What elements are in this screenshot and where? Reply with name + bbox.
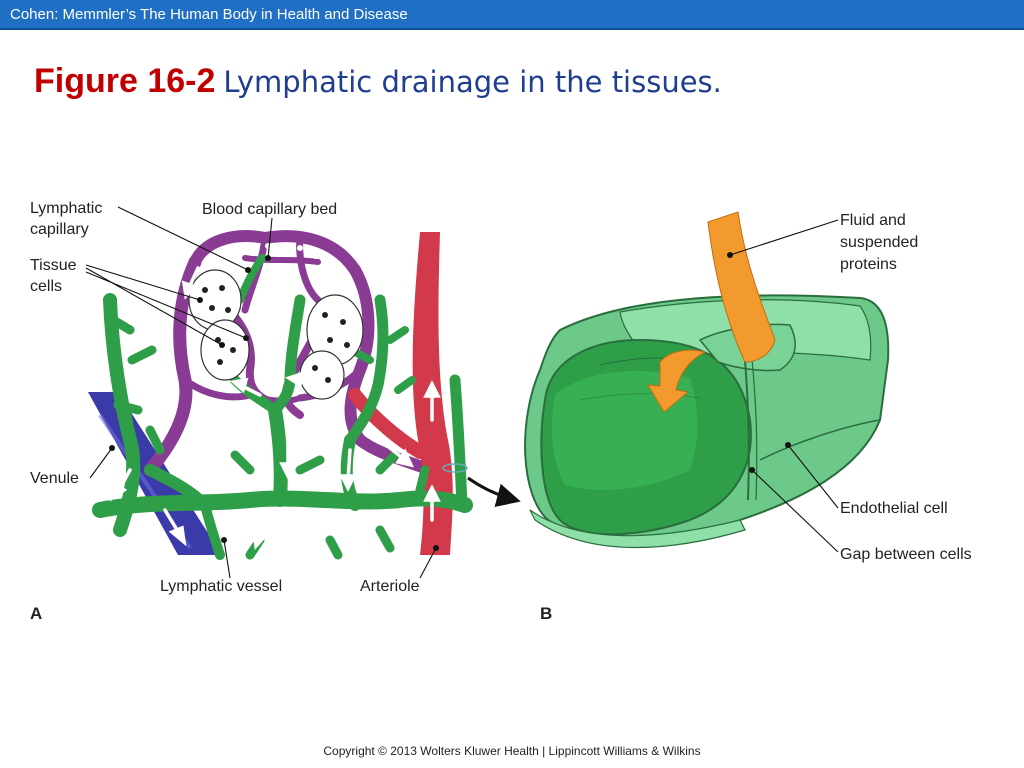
header-bar: Cohen: Memmler’s The Human Body in Healt… [0,0,1024,30]
panel-a-letter: A [30,604,43,623]
label-tissue-cells-1: Tissue [30,257,77,274]
book-title: Cohen: Memmler’s The Human Body in Healt… [10,6,408,23]
tissue-cells [188,269,364,400]
label-blood-capillary-bed: Blood capillary bed [202,201,338,218]
panel-b-illustration [524,211,890,553]
figure-number: Figure 16-2 [34,62,216,100]
label-tissue-cells-2: cells [30,278,63,295]
fluid-ribbon [707,211,776,363]
figure-caption: Lymphatic drainage in the tissues. [223,65,722,99]
label-endothelial-cell: Endothelial cell [840,500,948,517]
label-arteriole: Arteriole [360,578,420,595]
label-lymphatic-vessel: Lymphatic vessel [160,578,283,595]
label-lymphatic-capillary-2: capillary [30,221,89,238]
copyright-footer: Copyright © 2013 Wolters Kluwer Health |… [323,744,701,758]
label-fluid-3: proteins [840,256,897,273]
lymphatic-network [92,254,473,560]
label-lymphatic-capillary-1: Lymphatic [30,200,103,217]
label-fluid-2: suspended [840,234,919,251]
panel-b-letter: B [540,604,553,623]
label-gap-between-cells: Gap between cells [840,546,972,563]
label-venule: Venule [30,470,79,487]
panel-a-illustration [85,206,521,579]
label-fluid-1: Fluid and [840,212,906,229]
